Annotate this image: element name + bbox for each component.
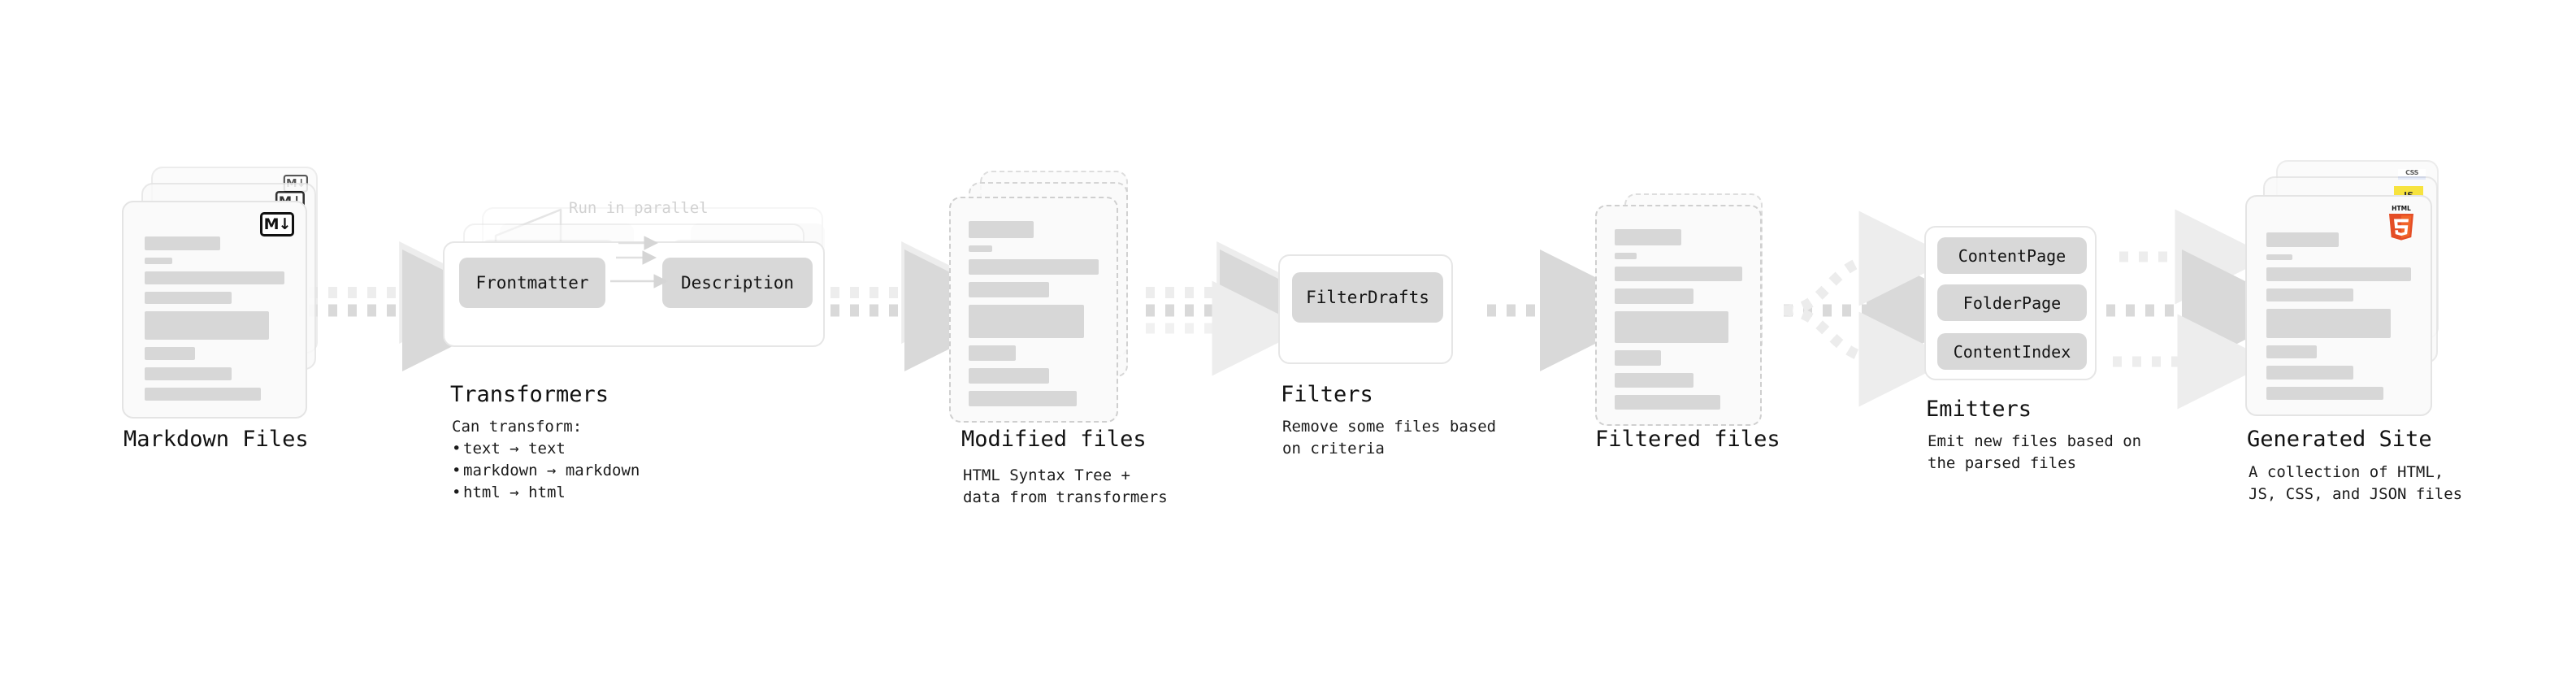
markdown-card-front[interactable]: M↓	[122, 201, 307, 419]
skeleton-bar	[2266, 267, 2411, 281]
skeleton-bar	[969, 345, 1016, 362]
skeleton-bar	[2266, 232, 2339, 247]
modified-card-front[interactable]	[949, 197, 1118, 423]
pill-folderpage[interactable]: FolderPage	[1937, 284, 2087, 321]
stage-subtitle-filters: Remove some files based on criteria	[1282, 418, 1497, 458]
skeleton-bar	[145, 271, 284, 284]
stage-title-emitters: Emitters	[1926, 397, 2032, 422]
stage-markdown-files: M↓ M↓ M↓	[122, 167, 325, 419]
stage-filtered-files	[1595, 193, 1798, 437]
svg-text:HTML: HTML	[2392, 205, 2411, 212]
skeleton-bar	[2266, 345, 2318, 359]
skeleton-bar	[969, 304, 1085, 339]
filtered-card-skeleton	[1597, 206, 1760, 424]
generated-card-front[interactable]: HTML	[2245, 195, 2432, 416]
transformers-description-item: markdown → markdown	[452, 460, 640, 482]
pill-contentindex[interactable]: ContentIndex	[1937, 333, 2087, 370]
connector-transformers-to-modified	[830, 241, 1026, 371]
skeleton-bar	[1615, 394, 1721, 410]
skeleton-bar	[969, 259, 1099, 275]
pill-description[interactable]: Description	[662, 258, 813, 308]
markdown-icon: M↓	[260, 212, 294, 236]
skeleton-bar	[145, 291, 232, 305]
transformers-box-stack: Frontmatter Description	[443, 207, 825, 354]
skeleton-bar	[1615, 350, 1661, 366]
skeleton-bar	[2266, 288, 2353, 302]
modified-card-skeleton	[951, 198, 1117, 421]
skeleton-bar	[1615, 372, 1694, 388]
pill-contentpage[interactable]: ContentPage	[1937, 237, 2087, 274]
skeleton-bar	[2266, 254, 2293, 261]
transformers-description-item: text → text	[452, 438, 640, 460]
skeleton-bar	[969, 391, 1077, 407]
transformers-description-list: text → text markdown → markdown html → h…	[452, 438, 640, 504]
generated-card-stack: CSS JS HTML	[2245, 160, 2457, 420]
skeleton-bar	[145, 236, 220, 251]
filtered-card-front[interactable]	[1595, 205, 1762, 426]
skeleton-bar	[145, 347, 195, 361]
stage-title-generated-site: Generated Site	[2247, 427, 2432, 452]
filtered-card-stack	[1595, 193, 1798, 437]
connector-emitters-to-site	[2106, 209, 2304, 410]
skeleton-bar	[1615, 267, 1742, 282]
stage-title-filters: Filters	[1281, 382, 1373, 407]
markdown-card-skeleton	[124, 202, 306, 417]
skeleton-bar	[969, 368, 1050, 384]
stage-title-filtered-files: Filtered files	[1595, 427, 1780, 452]
skeleton-bar	[1615, 310, 1728, 344]
skeleton-bar	[969, 282, 1050, 297]
skeleton-bar	[2266, 309, 2392, 338]
skeleton-bar	[1615, 252, 1637, 260]
skeleton-bar	[1615, 229, 1681, 245]
stage-title-transformers: Transformers	[450, 382, 609, 407]
stage-subtitle-generated-site: A collection of HTML, JS, CSS, and JSON …	[2249, 463, 2463, 503]
modified-card-stack	[949, 171, 1152, 423]
stage-title-markdown-files: Markdown Files	[124, 427, 309, 452]
markdown-card-stack: M↓ M↓ M↓	[122, 167, 325, 419]
skeleton-bar	[969, 221, 1034, 238]
skeleton-bar	[145, 388, 261, 401]
emitters-box[interactable]: ContentPage FolderPage ContentIndex	[1924, 226, 2097, 380]
skeleton-bar	[1615, 288, 1694, 304]
skeleton-bar	[145, 311, 270, 340]
transformer-layer-1[interactable]: Frontmatter Description	[443, 241, 825, 347]
connector-md-to-transformers	[309, 241, 524, 371]
connector-filtered-to-emitters	[1783, 210, 1988, 407]
connector-modified-to-filters	[1146, 241, 1342, 376]
transformers-description: Can transform: text → text markdown → ma…	[452, 416, 640, 504]
skeleton-bar	[145, 367, 232, 381]
stage-subtitle-modified-files: HTML Syntax Tree + data from transformer…	[963, 466, 1168, 506]
pill-frontmatter[interactable]: Frontmatter	[459, 258, 605, 308]
stage-transformers: Frontmatter Description	[443, 207, 825, 354]
skeleton-bar	[969, 245, 992, 253]
skeleton-bar	[2266, 366, 2353, 380]
stage-title-modified-files: Modified files	[961, 427, 1147, 452]
transformers-description-lead: Can transform:	[452, 418, 583, 436]
stage-subtitle-emitters: Emit new files based on the parsed files	[1928, 432, 2142, 472]
filters-box[interactable]: FilterDrafts	[1278, 254, 1453, 364]
transformer-inner-arrows	[610, 236, 668, 288]
generated-card-skeleton	[2247, 197, 2431, 414]
html5-icon: HTML	[2385, 203, 2418, 242]
transformers-description-item: html → html	[452, 482, 640, 504]
skeleton-bar	[145, 258, 173, 264]
skeleton-bar	[2266, 386, 2384, 401]
run-in-parallel-label: Run in parallel	[569, 199, 709, 217]
pill-filterdrafts[interactable]: FilterDrafts	[1292, 272, 1443, 323]
stage-generated-site: CSS JS HTML	[2245, 160, 2457, 420]
stage-modified-files	[949, 171, 1152, 423]
